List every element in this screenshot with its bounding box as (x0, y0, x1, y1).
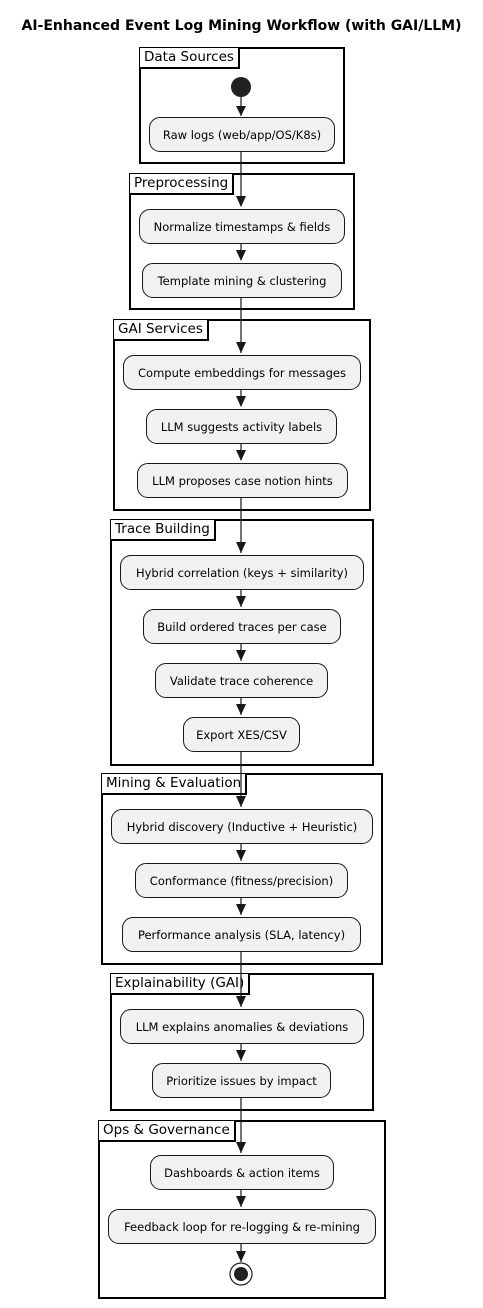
step-build-traces: Build ordered traces per case (143, 609, 341, 644)
frame-label-gai-services: GAI Services (114, 320, 209, 341)
step-prioritize-issues: Prioritize issues by impact (152, 1063, 331, 1098)
step-feedback-loop: Feedback loop for re-logging & re-mining (108, 1209, 376, 1244)
step-dashboards: Dashboards & action items (150, 1155, 334, 1190)
step-case-notion-hints: LLM proposes case notion hints (137, 463, 348, 498)
step-performance-analysis: Performance analysis (SLA, latency) (122, 917, 361, 952)
step-conformance: Conformance (fitness/precision) (135, 863, 348, 898)
step-hybrid-discovery: Hybrid discovery (Inductive + Heuristic) (111, 809, 373, 844)
diagram-title: AI-Enhanced Event Log Mining Workflow (w… (21, 18, 462, 34)
frame-label-ops-governance: Ops & Governance (99, 1121, 236, 1142)
frame-label-mining-evaluation: Mining & Evaluation (102, 774, 248, 795)
step-hybrid-correlation: Hybrid correlation (keys + similarity) (120, 555, 364, 590)
step-explain-anomalies: LLM explains anomalies & deviations (120, 1009, 364, 1044)
step-compute-embeddings: Compute embeddings for messages (123, 355, 361, 390)
step-raw-logs: Raw logs (web/app/OS/K8s) (149, 117, 335, 152)
frame-label-explainability: Explainability (GAI) (111, 974, 251, 995)
frame-label-trace-building: Trace Building (111, 520, 216, 541)
step-export-xes: Export XES/CSV (183, 717, 300, 752)
frame-label-preprocessing: Preprocessing (130, 174, 235, 195)
frame-label-data-sources: Data Sources (140, 48, 240, 69)
step-activity-labels: LLM suggests activity labels (146, 409, 337, 444)
step-normalize-timestamps: Normalize timestamps & fields (139, 209, 345, 244)
step-validate-trace: Validate trace coherence (155, 663, 328, 698)
step-template-mining: Template mining & clustering (142, 263, 342, 298)
